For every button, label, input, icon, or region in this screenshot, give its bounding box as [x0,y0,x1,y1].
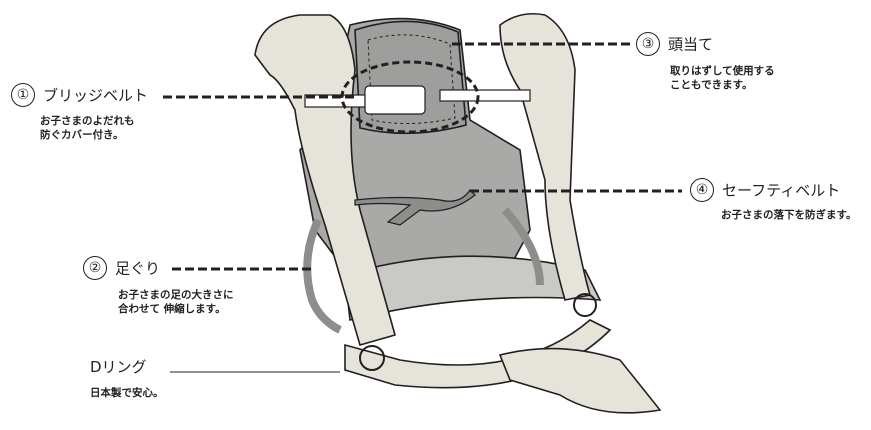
callout-description: お子さまのよだれも 防ぐカバー付き。 [40,114,135,142]
callout-number: ③ [636,32,660,56]
desc-line: こともできます。 [670,78,775,92]
callout-safety-belt: ④ セーフティベルト [690,178,840,202]
callout-description: 取りはずして使用する こともできます。 [670,64,775,92]
callout-description: お子さまの落下を防ぎます。 [721,208,856,222]
callout-number: ② [83,256,107,280]
callout-bridge-belt: ① ブリッジベルト [11,83,148,107]
callout-title: 頭当て [668,36,713,54]
callout-number: ④ [690,178,714,202]
callout-leg-opening: ② 足ぐり [83,256,160,280]
desc-line: お子さまのよだれも [40,114,135,128]
desc-line: 合わせて 伸縮します。 [118,302,234,316]
callout-title: Dリング [90,358,147,376]
callout-description: 日本製で安心。 [90,386,164,400]
desc-line: 日本製で安心。 [90,386,164,400]
callout-title: セーフティベルト [722,182,840,200]
callout-title: ブリッジベルト [43,87,148,105]
desc-line: 取りはずして使用する [670,64,775,78]
callout-headrest: ③ 頭当て [636,32,713,56]
tail-strap [500,349,660,413]
callout-number: ① [11,83,35,107]
callout-description: お子さまの足の大きさに 合わせて 伸縮します。 [118,288,234,316]
desc-line: お子さまの落下を防ぎます。 [721,208,856,222]
desc-line: お子さまの足の大きさに [118,288,234,302]
bridge-belt-right [440,90,530,101]
desc-line: 防ぐカバー付き。 [40,128,135,142]
callout-d-ring: Dリング [90,356,147,377]
drool-cover [365,86,425,114]
headrest [355,21,466,133]
callout-title: 足ぐり [115,260,160,278]
